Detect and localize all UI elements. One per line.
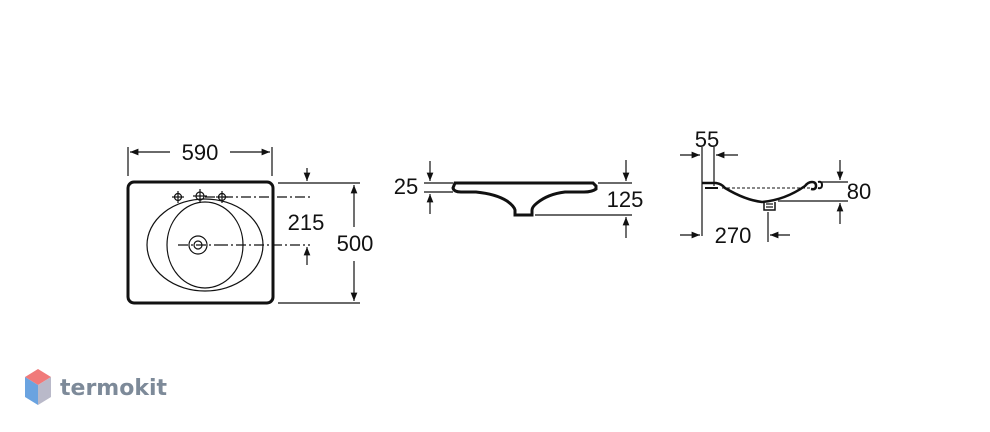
dim-front-depth: 125 xyxy=(607,187,644,212)
front-view xyxy=(424,160,632,238)
dim-side-depth: 80 xyxy=(847,179,871,204)
side-drain xyxy=(763,202,776,211)
tap-holes xyxy=(172,189,228,203)
side-profile xyxy=(702,180,818,204)
side-view xyxy=(680,147,848,242)
logo-hexagon-right xyxy=(38,377,51,405)
dim-side-drain: 270 xyxy=(715,223,752,248)
drain-outer xyxy=(188,235,208,255)
dim-top-height: 500 xyxy=(337,231,374,256)
dim-top-width: 590 xyxy=(182,140,219,165)
dim-front-rim: 25 xyxy=(394,174,418,199)
watermark-text: termokit xyxy=(60,376,167,401)
basin-outline xyxy=(126,180,275,305)
logo-hexagon-left xyxy=(25,377,38,405)
dim-drain-offset: 215 xyxy=(288,210,325,235)
top-view xyxy=(126,147,360,305)
termokit-logo xyxy=(25,369,51,405)
dim-side-overhang: 55 xyxy=(695,127,719,152)
front-profile xyxy=(451,181,598,217)
